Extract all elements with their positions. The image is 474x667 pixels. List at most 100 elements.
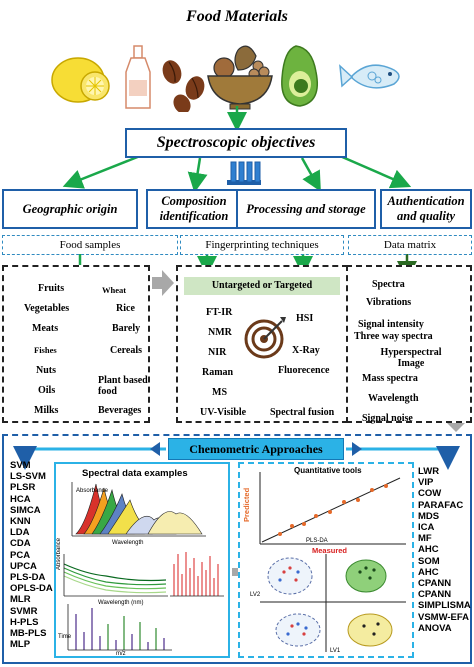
- method-item: H-PLS: [10, 616, 39, 628]
- food-item: Nuts: [36, 365, 57, 376]
- matrix-item: Wavelength: [368, 393, 419, 404]
- food-item: Fruits: [38, 283, 65, 294]
- matrix-item: Signal noise: [362, 413, 413, 424]
- method-item: AHC: [418, 566, 439, 578]
- food-item: Barely: [112, 323, 141, 334]
- matrix-item: Three way spectra: [354, 331, 433, 342]
- food-item: Wheat: [102, 285, 127, 295]
- method-item: OPLS-DA: [10, 583, 53, 595]
- category-processing-storage: Processing and storage: [236, 189, 376, 229]
- absorbance-label-2: Absorbance: [56, 537, 62, 570]
- matrix-item: Spectra: [372, 279, 405, 290]
- objectives-box: Spectroscopic objectives: [125, 128, 347, 158]
- plsda-label: PLS-DA: [306, 538, 328, 544]
- food-item: Fishes: [34, 345, 57, 355]
- lv2-label: LV2: [250, 592, 261, 598]
- test-tubes-icon: [227, 161, 261, 185]
- arrow-geographic: [62, 154, 141, 189]
- matrix-item: Hyperspectral Image: [380, 347, 442, 369]
- method-item: PCA: [10, 549, 31, 561]
- method-item: LWR: [418, 466, 440, 477]
- page-title: Food Materials: [186, 8, 288, 25]
- section-data-matrix: Data matrix: [348, 235, 472, 255]
- spectral-title: Spectral data examples: [82, 468, 188, 479]
- food-item: Oils: [38, 385, 56, 396]
- food-item: Rice: [116, 303, 135, 314]
- chemometric-approaches-label: Chemometric Approaches: [168, 438, 344, 460]
- method-item: SVM: [10, 460, 31, 471]
- category-authentication-quality: Authentication and quality: [380, 189, 472, 229]
- method-item: VSMW-EFA: [418, 611, 470, 623]
- technique-item: NMR: [208, 327, 232, 338]
- food-icons: [51, 45, 400, 112]
- left-method-list: SVM LS-SVM PLSR HCA SIMCA KNN LDA CDA PC…: [10, 460, 58, 650]
- method-item: SVMR: [10, 605, 38, 617]
- method-item: MF: [418, 533, 432, 545]
- technique-item: Raman: [202, 367, 234, 378]
- untargeted-targeted-header: Untargeted or Targeted: [184, 277, 340, 295]
- predicted-label: Predicted: [242, 487, 251, 522]
- arrow-authentication: [339, 154, 412, 189]
- method-item: MB-PLS: [10, 628, 47, 640]
- technique-item: X-Ray: [292, 345, 320, 356]
- method-item: AHC: [418, 544, 439, 556]
- fruit-bowl-icon: [207, 45, 273, 110]
- method-item: CPANN: [418, 578, 452, 590]
- technique-item: Fluorecence: [278, 365, 330, 376]
- method-item: ICA: [418, 522, 435, 534]
- bottle-icon: [125, 45, 151, 109]
- method-item: CDA: [10, 538, 31, 550]
- chemometric-section: [2, 434, 472, 664]
- section-fingerprinting: Fingerprinting techniques: [180, 235, 344, 255]
- method-item: COW: [418, 488, 442, 500]
- method-item: SOM: [418, 555, 440, 567]
- method-item: CPANN: [418, 589, 452, 601]
- right-method-list: LWR VIP COW PARAFAC MDS ICA MF AHC SOM A…: [418, 466, 472, 634]
- fish-icon: [339, 64, 400, 89]
- target-icon: [244, 317, 286, 359]
- food-samples-box: Fruits Vegetables Meats Fishes Nuts Oils…: [2, 265, 150, 423]
- data-matrix-box: Spectra Vibrations Signal intensity Thre…: [346, 265, 472, 424]
- arrow-composition: [187, 157, 208, 193]
- lemon-icon: [51, 57, 110, 103]
- method-item: MLP: [10, 639, 31, 651]
- method-item: LS-SVM: [10, 471, 46, 483]
- quantitative-tools-panel: Quantitative tools Predicted Measured PL…: [238, 462, 414, 658]
- technique-item: UV-Visible: [200, 407, 247, 418]
- method-item: ANOVA: [418, 622, 452, 634]
- matrix-item: Signal intensity: [358, 319, 424, 330]
- spectral-examples-art: [63, 482, 224, 651]
- coffee-beans-icon: [162, 60, 205, 112]
- time-label: Time: [58, 634, 72, 640]
- method-item: VIP: [418, 477, 434, 489]
- quant-title: Quantitative tools: [294, 466, 362, 475]
- measured-label: Measured: [312, 546, 348, 555]
- matrix-item: Mass spectra: [362, 373, 418, 384]
- method-item: SIMPLISMA: [418, 600, 471, 612]
- lv1-label: LV1: [330, 648, 341, 654]
- wavelength-label: Wavelength: [112, 540, 144, 546]
- avocado-icon: [281, 45, 318, 107]
- method-item: MDS: [418, 510, 440, 522]
- absorbance-label: Absorbance: [76, 488, 109, 494]
- method-item: KNN: [10, 516, 31, 528]
- method-item: PARAFAC: [418, 499, 464, 511]
- matrix-item: Vibrations: [366, 297, 412, 308]
- mz-label: m/z: [116, 651, 126, 657]
- spectral-examples-panel: Spectral data examples Absorbance Wavele…: [54, 462, 230, 658]
- method-item: UPCA: [10, 560, 37, 572]
- technique-item: HSI: [296, 313, 314, 324]
- category-geographic-origin: Geographic origin: [2, 189, 138, 229]
- section-food-samples: Food samples: [2, 235, 178, 255]
- food-item: Plant based food: [98, 375, 148, 397]
- food-item: Beverages: [98, 405, 142, 416]
- method-item: PLSR: [10, 482, 36, 494]
- method-item: SIMCA: [10, 504, 41, 516]
- food-item: Milks: [34, 405, 59, 416]
- wavelength-nm-label: Wavelength (nm): [98, 600, 144, 606]
- techniques-box: Untargeted or Targeted FT-IR NMR NIR Ram…: [176, 265, 348, 423]
- arrow-processing: [300, 157, 321, 192]
- food-item: Cereals: [110, 345, 143, 356]
- technique-item: FT-IR: [206, 307, 233, 318]
- technique-item: Spectral fusion: [270, 407, 335, 418]
